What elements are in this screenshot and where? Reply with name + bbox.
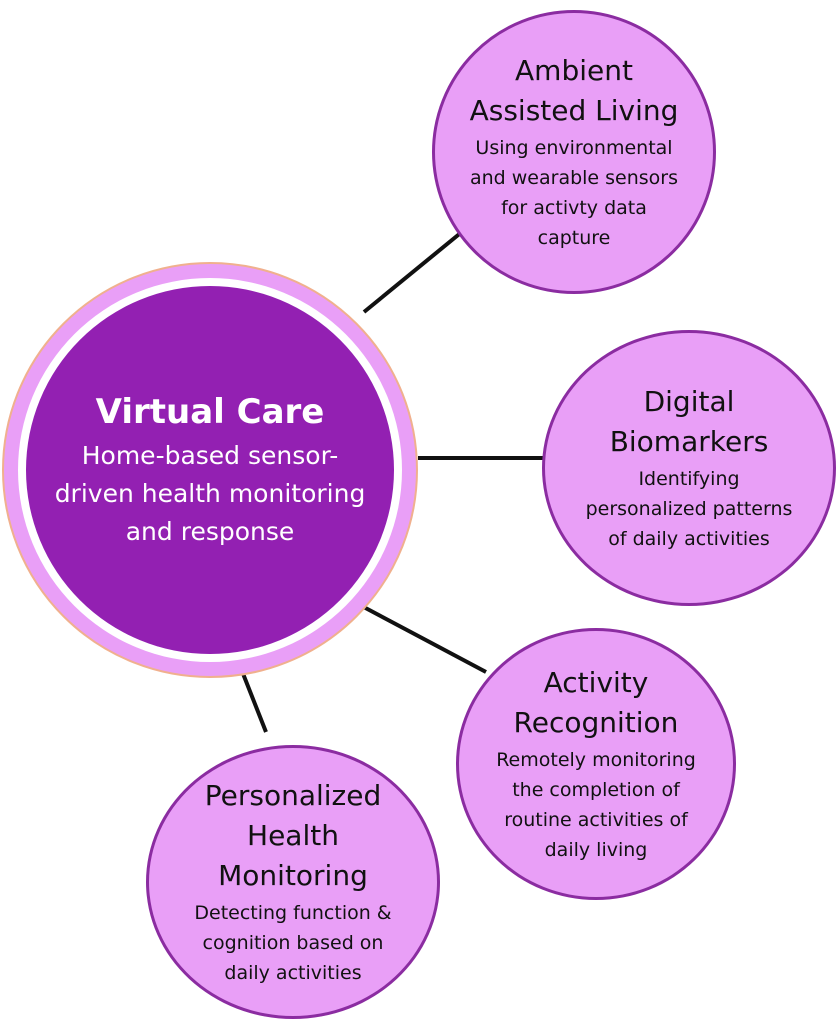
node-title-line: Health <box>247 819 339 852</box>
node-description-line: the completion of <box>512 779 680 801</box>
node-title-line: Biomarkers <box>609 425 769 458</box>
node-title: Personalized Health Monitoring <box>205 776 382 896</box>
node-description-line: capture <box>537 227 611 249</box>
node-description-line: Detecting function & <box>194 902 392 924</box>
connector-personalized-health-monitoring <box>238 665 268 733</box>
node-title-line: Activity <box>543 666 649 699</box>
node-title-line: Recognition <box>513 706 679 739</box>
node-description: Using environmental and wearable sensors… <box>464 133 684 253</box>
node-description-line: and wearable sensors <box>469 167 679 189</box>
node-title-line: Monitoring <box>218 859 368 892</box>
node-description-line: of daily activities <box>608 528 770 550</box>
node-description-line: cognition based on <box>202 932 384 954</box>
center-description-line: driven health monitoring <box>54 479 366 508</box>
connector-ambient-assisted-living <box>362 229 465 314</box>
node-description-line: for activty data <box>501 197 647 219</box>
node-description-line: daily activities <box>224 962 362 984</box>
node-description-line: routine activities of <box>504 809 688 831</box>
node-title-line: Assisted Living <box>469 94 679 127</box>
center-title: Virtual Care <box>95 392 325 432</box>
node-activity-recognition: Activity Recognition Remotely monitoring… <box>456 628 736 900</box>
node-description-line: Using environmental <box>475 137 673 159</box>
center-description-line: Home-based sensor- <box>81 441 339 470</box>
node-description: Detecting function & cognition based on … <box>194 898 391 988</box>
node-digital-biomarkers: Digital Biomarkers Identifying personali… <box>542 330 836 606</box>
node-ambient-assisted-living: Ambient Assisted Living Using environmen… <box>432 10 716 294</box>
node-title: Digital Biomarkers <box>610 382 769 462</box>
node-description-line: Identifying <box>638 468 740 490</box>
node-description-line: Remotely monitoring <box>496 749 696 771</box>
node-description: Identifying personalized patterns of dai… <box>586 464 793 554</box>
center-description: Home-based sensor- driven health monitor… <box>55 437 366 551</box>
node-description-line: personalized patterns <box>585 498 793 520</box>
center-description-line: and response <box>125 517 295 546</box>
node-title-line: Personalized <box>204 779 382 812</box>
node-title: Ambient Assisted Living <box>470 51 679 131</box>
node-title: Activity Recognition <box>514 663 679 743</box>
node-title-line: Ambient <box>515 54 633 87</box>
node-description: Remotely monitoring the completion of ro… <box>496 745 696 865</box>
node-personalized-health-monitoring: Personalized Health Monitoring Detecting… <box>146 745 440 1019</box>
center-node-virtual-care: Virtual Care Home-based sensor- driven h… <box>26 286 394 654</box>
connector-activity-recognition <box>357 602 487 674</box>
node-description-line: daily living <box>544 839 648 861</box>
node-title-line: Digital <box>643 385 735 418</box>
